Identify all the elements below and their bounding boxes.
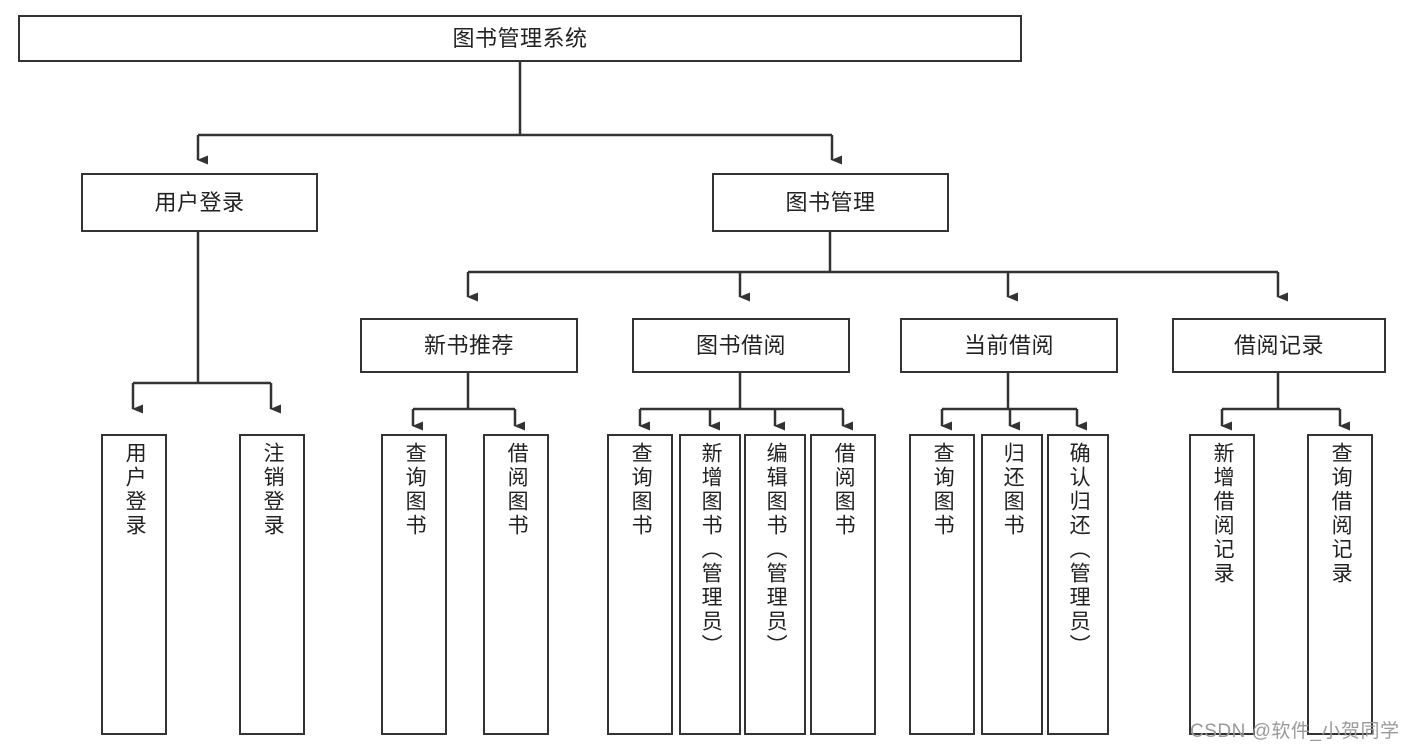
leaf-edit-book-label: 编辑图书（管理员） — [764, 442, 788, 658]
leaf-query-record-label: 查询借阅记录 — [1329, 442, 1353, 586]
leaf-confirm-return[interactable]: 确认归还（管理员） — [1047, 434, 1109, 735]
node-user-login-label: 用户登录 — [154, 189, 245, 215]
node-root[interactable]: 图书管理系统 — [18, 15, 1022, 62]
leaf-query-book-2-label: 查询图书 — [629, 442, 653, 538]
leaf-query-record[interactable]: 查询借阅记录 — [1307, 434, 1373, 735]
node-new-book-recommend[interactable]: 新书推荐 — [360, 318, 578, 373]
node-book-borrow-label: 图书借阅 — [695, 332, 786, 358]
leaf-query-book-1-label: 查询图书 — [403, 442, 427, 538]
leaf-borrow-book-2-label: 借阅图书 — [832, 442, 856, 538]
node-new-book-recommend-label: 新书推荐 — [423, 332, 514, 358]
csdn-watermark: CSDN @软件_小贺同学 — [1190, 721, 1400, 742]
leaf-edit-book[interactable]: 编辑图书（管理员） — [744, 434, 806, 735]
leaf-query-book-2[interactable]: 查询图书 — [607, 434, 673, 735]
node-book-management[interactable]: 图书管理 — [712, 173, 949, 232]
leaf-return-book[interactable]: 归还图书 — [981, 434, 1043, 735]
node-user-login[interactable]: 用户登录 — [81, 173, 318, 232]
leaf-logout-login-label: 注销登录 — [261, 442, 285, 538]
leaf-return-book-label: 归还图书 — [1001, 442, 1025, 538]
node-borrow-record-label: 借阅记录 — [1233, 332, 1324, 358]
node-current-borrow[interactable]: 当前借阅 — [900, 318, 1118, 373]
leaf-add-record-label: 新增借阅记录 — [1211, 442, 1235, 586]
leaf-confirm-return-label: 确认归还（管理员） — [1067, 442, 1091, 658]
leaf-borrow-book-1[interactable]: 借阅图书 — [483, 434, 549, 735]
leaf-query-book-3-label: 查询图书 — [931, 442, 955, 538]
leaf-borrow-book-1-label: 借阅图书 — [505, 442, 529, 538]
leaf-logout-login[interactable]: 注销登录 — [239, 434, 305, 735]
leaf-query-book-3[interactable]: 查询图书 — [909, 434, 975, 735]
node-root-label: 图书管理系统 — [452, 25, 588, 51]
leaf-add-book[interactable]: 新增图书（管理员） — [679, 434, 741, 735]
node-current-borrow-label: 当前借阅 — [963, 332, 1054, 358]
leaf-add-book-label: 新增图书（管理员） — [699, 442, 723, 658]
node-book-management-label: 图书管理 — [785, 189, 876, 215]
leaf-add-record[interactable]: 新增借阅记录 — [1189, 434, 1255, 735]
leaf-query-book-1[interactable]: 查询图书 — [381, 434, 447, 735]
leaf-user-login-label: 用户登录 — [123, 442, 147, 538]
node-book-borrow[interactable]: 图书借阅 — [632, 318, 850, 373]
node-borrow-record[interactable]: 借阅记录 — [1172, 318, 1386, 373]
leaf-borrow-book-2[interactable]: 借阅图书 — [810, 434, 876, 735]
leaf-user-login[interactable]: 用户登录 — [101, 434, 167, 735]
